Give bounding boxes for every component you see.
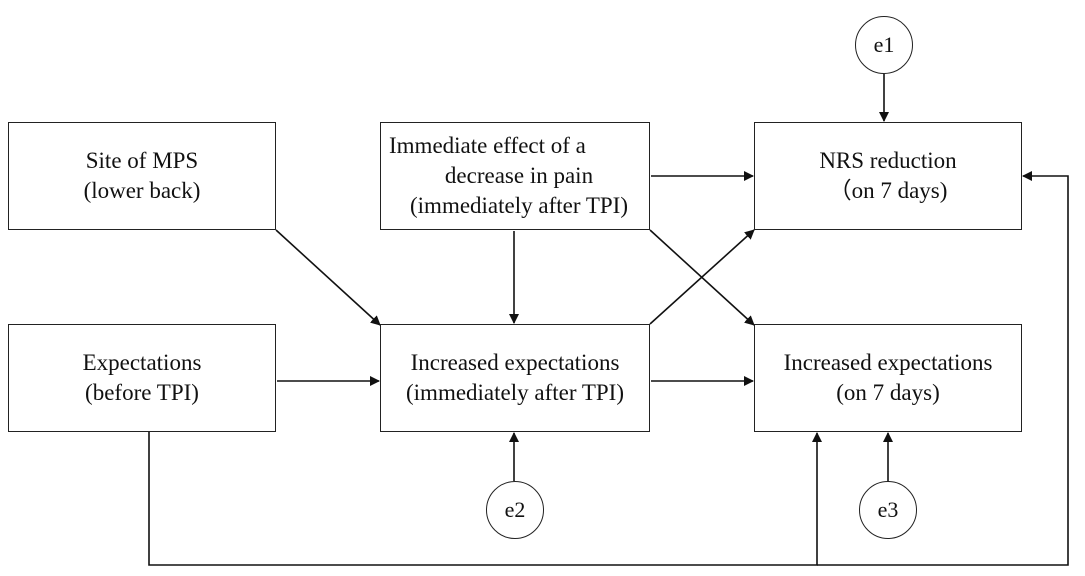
immediate-line3: (immediately after TPI) [410, 193, 628, 218]
box-immediate-effect: Immediate effect of a decrease in pain (… [380, 122, 650, 230]
box-nrs-reduction: NRS reduction （on 7 days) [754, 122, 1022, 230]
nrs-line1: NRS reduction [819, 148, 957, 173]
expectations-line2: (before TPI) [85, 380, 199, 405]
box-site-of-mps: Site of MPS (lower back) [8, 122, 276, 230]
immediate-line2: decrease in pain [444, 163, 594, 188]
increased-immediate-line2: (immediately after TPI) [406, 380, 624, 405]
site-line1: Site of MPS [85, 148, 199, 173]
box-increased-expectations-7days: Increased expectations (on 7 days) [754, 324, 1022, 432]
error-node-e3: e3 [859, 481, 917, 539]
arrow-immediate-to-increased-7days [649, 229, 755, 326]
error-node-e2: e2 [486, 481, 544, 539]
increased-7days-line2: (on 7 days) [836, 380, 940, 405]
increased-immediate-line1: Increased expectations [410, 350, 620, 375]
error-node-e1: e1 [855, 16, 913, 74]
increased-7days-line1: Increased expectations [783, 350, 993, 375]
box-expectations: Expectations (before TPI) [8, 324, 276, 432]
arrow-expectations-to-increased-7days [148, 432, 822, 566]
site-line2: (lower back) [83, 178, 201, 203]
nrs-line2: （on 7 days) [828, 178, 948, 203]
arrow-expectations-to-nrs [817, 171, 1069, 566]
arrow-site-to-increased-immediate [275, 229, 381, 326]
expectations-line1: Expectations [82, 350, 202, 375]
box-increased-expectations-immediate: Increased expectations (immediately afte… [380, 324, 650, 432]
immediate-line1: Immediate effect of a [389, 133, 586, 158]
